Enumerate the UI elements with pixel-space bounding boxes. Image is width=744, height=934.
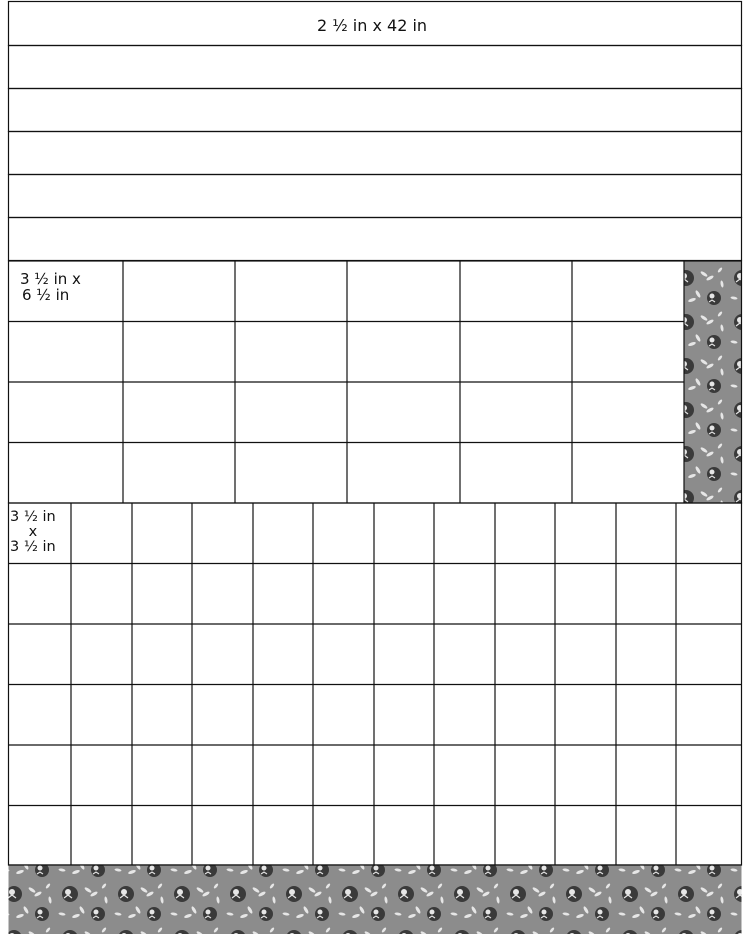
strip-2 [9,46,742,89]
bottom-fabric-remainder [9,865,742,934]
strip-1 [9,2,742,46]
rectangles-fabric-remainder [684,261,742,503]
strip-4 [9,132,742,175]
rectangles-section [9,261,742,503]
strip-6 [9,218,742,261]
strips-section [9,2,742,261]
squares-section [9,503,742,865]
strip-5 [9,175,742,218]
strip-3 [9,89,742,132]
